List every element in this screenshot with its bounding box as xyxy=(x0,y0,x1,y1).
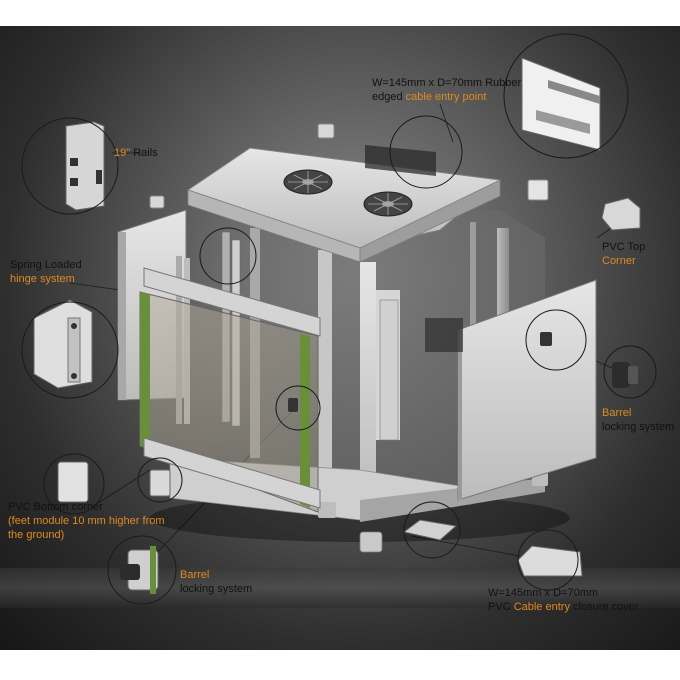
closure-cover-inset xyxy=(402,519,583,577)
pvc-top-corner xyxy=(149,123,641,231)
rubber-cable-entry-inset xyxy=(521,57,601,151)
glass-front-door xyxy=(139,267,321,513)
top-panel xyxy=(186,145,502,263)
rail-icon xyxy=(65,121,105,211)
rubber-entry-label: W=145mm x D=70mm Rubber edged cable entr… xyxy=(372,77,522,103)
fan-icon xyxy=(283,169,333,195)
lock-icon xyxy=(288,332,552,412)
closure-cover-label: W=145mm x D=70mm PVC Cable entry closure… xyxy=(488,587,639,613)
pvc-bottom-corner-label: PVC Bottom corner (feet module 10 mm hig… xyxy=(8,501,165,541)
rails-label: 19" Rails xyxy=(114,147,158,159)
right-side-panel xyxy=(425,279,597,501)
detail-callout-circles xyxy=(21,33,657,605)
lock-icon xyxy=(612,362,638,388)
hinge-label: Spring Loaded hinge system xyxy=(10,259,82,285)
barrel-lock-right-label: Barrel locking system xyxy=(602,407,675,433)
lock-icon xyxy=(120,546,159,594)
barrel-lock-left-label: Barrel locking system xyxy=(180,569,253,595)
fan-icon xyxy=(363,191,413,217)
pvc-bottom-corner-inset xyxy=(57,461,171,503)
hinge-icon xyxy=(33,299,93,389)
pvc-top-corner-label: PVC Top Corner xyxy=(602,241,646,267)
